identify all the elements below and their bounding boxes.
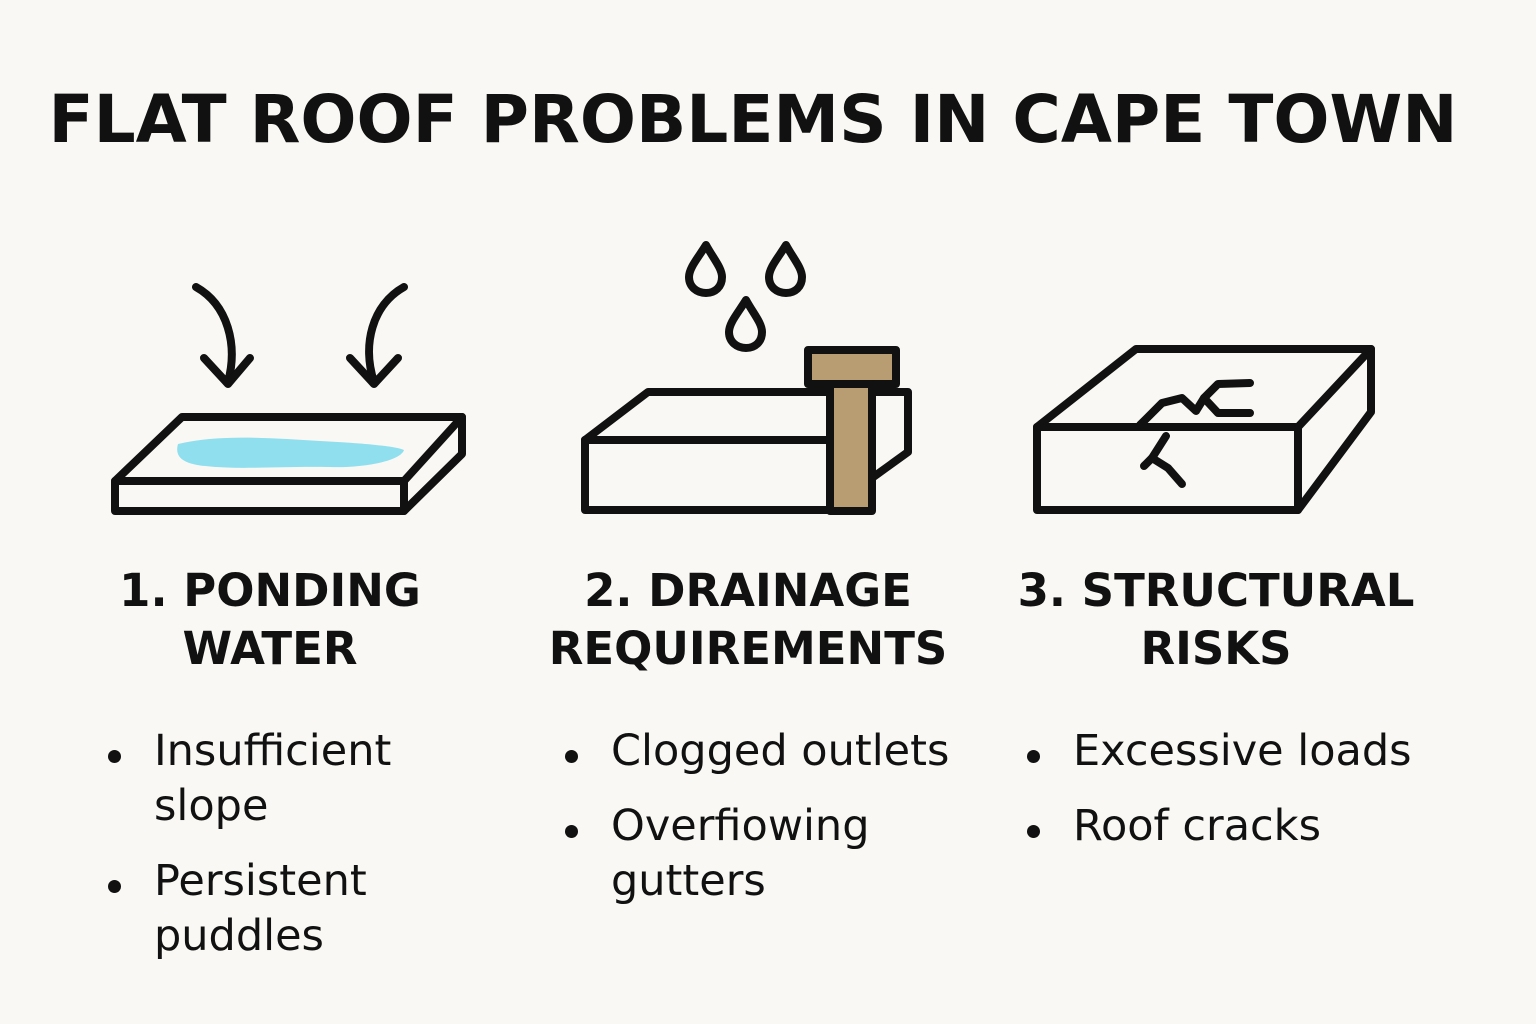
list-item: Overfiowing gutters [557,799,911,909]
bullet-dot-icon [1027,750,1040,763]
list-item: Insufficient slope [100,724,430,834]
bullet-dot-icon [565,750,578,763]
roof-crack-icon [1033,345,1375,514]
bullet-dot-icon [1027,825,1040,838]
bullet-list-structural-risks: Excessive loads Roof cracks [1019,724,1439,874]
list-item: Persistent puddles [100,854,430,964]
list-item: Excessive loads [1019,724,1439,779]
roof-ponding-water-icon [111,283,466,515]
heading-structural-risks: 3. STRUCTURAL RISKS [1017,564,1415,675]
column-ponding-water: 1. PONDING WATER Insufficient slope Pers… [0,0,520,1024]
roof-drainage-downpipe-icon [581,241,912,515]
bullet-list-drainage: Clogged outlets Overfiowing gutters [557,724,957,929]
heading-drainage: 2. DRAINAGE REQUIREMENTS [548,564,948,675]
heading-ponding-water: 1. PONDING WATER [119,564,421,675]
bullet-dot-icon [108,880,121,893]
list-item: Roof cracks [1019,799,1439,854]
bullet-dot-icon [108,750,121,763]
bullet-dot-icon [565,825,578,838]
bullet-list-ponding-water: Insufficient slope Persistent puddles [100,724,430,984]
list-item: Clogged outlets [557,724,957,779]
page-title: FLAT ROOF PROBLEMS IN CAPE TOWN [48,81,1458,158]
